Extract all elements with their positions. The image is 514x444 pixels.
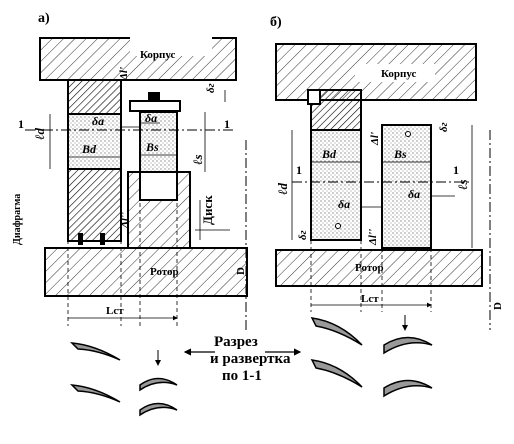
disk-a xyxy=(127,171,191,249)
ls-a-label: ℓs xyxy=(190,154,205,165)
lst-a-label: Lст xyxy=(106,305,124,317)
delta-l-bot-a-label: Δl'' xyxy=(119,212,131,229)
delta-a-s-b-label: δa xyxy=(408,187,420,201)
rotor-a-label: Ротор xyxy=(150,266,179,278)
ld-a-label: ℓd xyxy=(32,127,47,140)
disk-label: Диск xyxy=(200,195,215,225)
panel-b-label: б) xyxy=(270,15,282,30)
bs-a-label: Bs xyxy=(145,140,159,154)
nozzle-profile-b2 xyxy=(310,359,363,388)
diaphragm-lower-a xyxy=(67,168,122,242)
casing-a-label: Корпус xyxy=(140,49,176,61)
bs-b-label: Bs xyxy=(393,147,407,161)
delta-g-left-b-label: δг xyxy=(297,230,309,240)
rotor-profile-b2 xyxy=(383,379,433,398)
delta-l-top-a-label: Δl' xyxy=(118,67,130,81)
caption-line-1: Разрез xyxy=(214,334,258,350)
delta-a-s-label: δa xyxy=(145,111,157,125)
d-b-label: D xyxy=(492,302,504,310)
delta-l-top-b-label: Δl' xyxy=(369,132,381,146)
rotor-b xyxy=(275,249,483,287)
bd-a-label: Bd xyxy=(81,142,97,156)
diaphragm-label: Диафрагма xyxy=(12,194,23,245)
delta-g-top-b-label: δг xyxy=(438,122,450,132)
ld-b-label: ℓd xyxy=(275,182,290,195)
section-a-left: 1 xyxy=(18,117,24,131)
panel-a xyxy=(25,34,248,417)
rotor-a xyxy=(44,247,248,297)
section-a-right: 1 xyxy=(224,117,230,131)
panel-a-label: а) xyxy=(38,11,50,26)
rotor-profile-a2 xyxy=(139,402,178,417)
caption-line-3: по 1-1 xyxy=(222,368,262,384)
section-b-right: 1 xyxy=(453,163,459,177)
delta-l-bot-b-label: Δl'' xyxy=(367,229,379,246)
caption-line-2: и развертка xyxy=(210,351,291,367)
delta-a-d-label: δa xyxy=(92,114,104,128)
nozzle-blade-b xyxy=(310,129,362,241)
rotor-blade-b xyxy=(381,124,432,249)
panel-b xyxy=(275,43,491,398)
nozzle-blade-a xyxy=(67,113,122,170)
diaphragm-upper-a xyxy=(67,79,122,115)
bd-b-label: Bd xyxy=(321,147,337,161)
delta-g-label: δг xyxy=(205,83,217,93)
ls-b-label: ℓs xyxy=(455,179,470,190)
delta-a-d-b-label: δa xyxy=(338,197,350,211)
d-a-label: D xyxy=(235,267,247,275)
casing-b-label: Корпус xyxy=(381,68,417,80)
rotor-b-label: Ротор xyxy=(355,262,384,274)
nozzle-profile-a1 xyxy=(70,342,121,361)
rotor-profile-a1 xyxy=(139,377,178,392)
rotor-profile-b1 xyxy=(383,336,433,355)
lst-b-label: Lст xyxy=(361,293,379,305)
section-b-left: 1 xyxy=(296,163,302,177)
nozzle-profile-b1 xyxy=(310,317,363,346)
nozzle-profile-a2 xyxy=(70,384,121,403)
shroud-a xyxy=(129,100,181,112)
